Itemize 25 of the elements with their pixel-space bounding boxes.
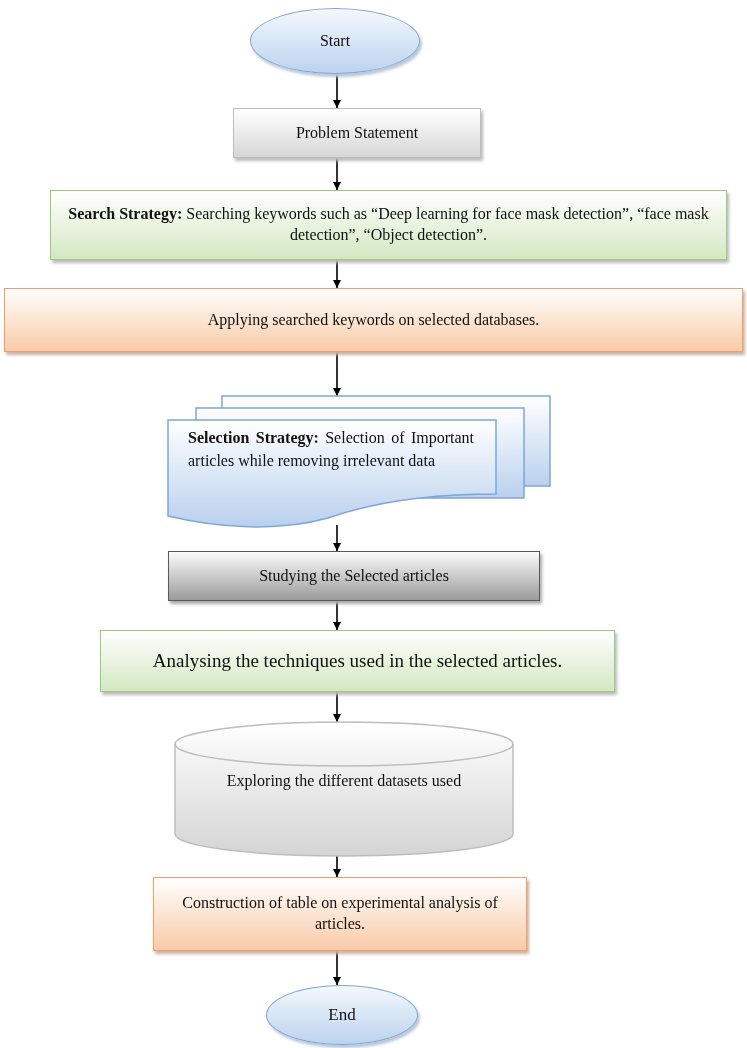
node-text: Construction of table on experimental analysis of articles.	[181, 893, 499, 934]
node-text: Selection Strategy: Selection of Important articles while removing irrelevant data	[188, 428, 474, 472]
node-text: Exploring the different datasets used	[225, 772, 463, 790]
arrow	[333, 524, 341, 552]
arrow	[333, 351, 341, 397]
process-box	[100, 630, 615, 692]
arrow	[333, 691, 341, 723]
arrow	[333, 73, 341, 109]
node-text: End	[327, 1003, 357, 1026]
process-box	[4, 288, 743, 352]
process-box	[153, 877, 527, 951]
node-text: Start	[318, 30, 352, 51]
arrow	[333, 259, 341, 289]
process-box	[233, 108, 481, 158]
arrow	[333, 157, 341, 191]
arrow	[333, 855, 341, 878]
process-box	[168, 551, 540, 601]
node-text: Analysing the techniques used in the selected articles.	[151, 648, 564, 673]
node-text: Applying searched keywords on selected databases.	[206, 309, 541, 331]
arrow	[333, 950, 341, 986]
process-box	[50, 190, 727, 260]
arrow	[333, 600, 341, 631]
node-text: Problem Statement	[294, 122, 420, 143]
node-text: Studying the Selected articles	[258, 565, 450, 587]
node-text: Search Strategy: Searching keywords such as “Deep learning for face mask detection”, “face mask detection”, “Object detection”.	[67, 204, 710, 246]
